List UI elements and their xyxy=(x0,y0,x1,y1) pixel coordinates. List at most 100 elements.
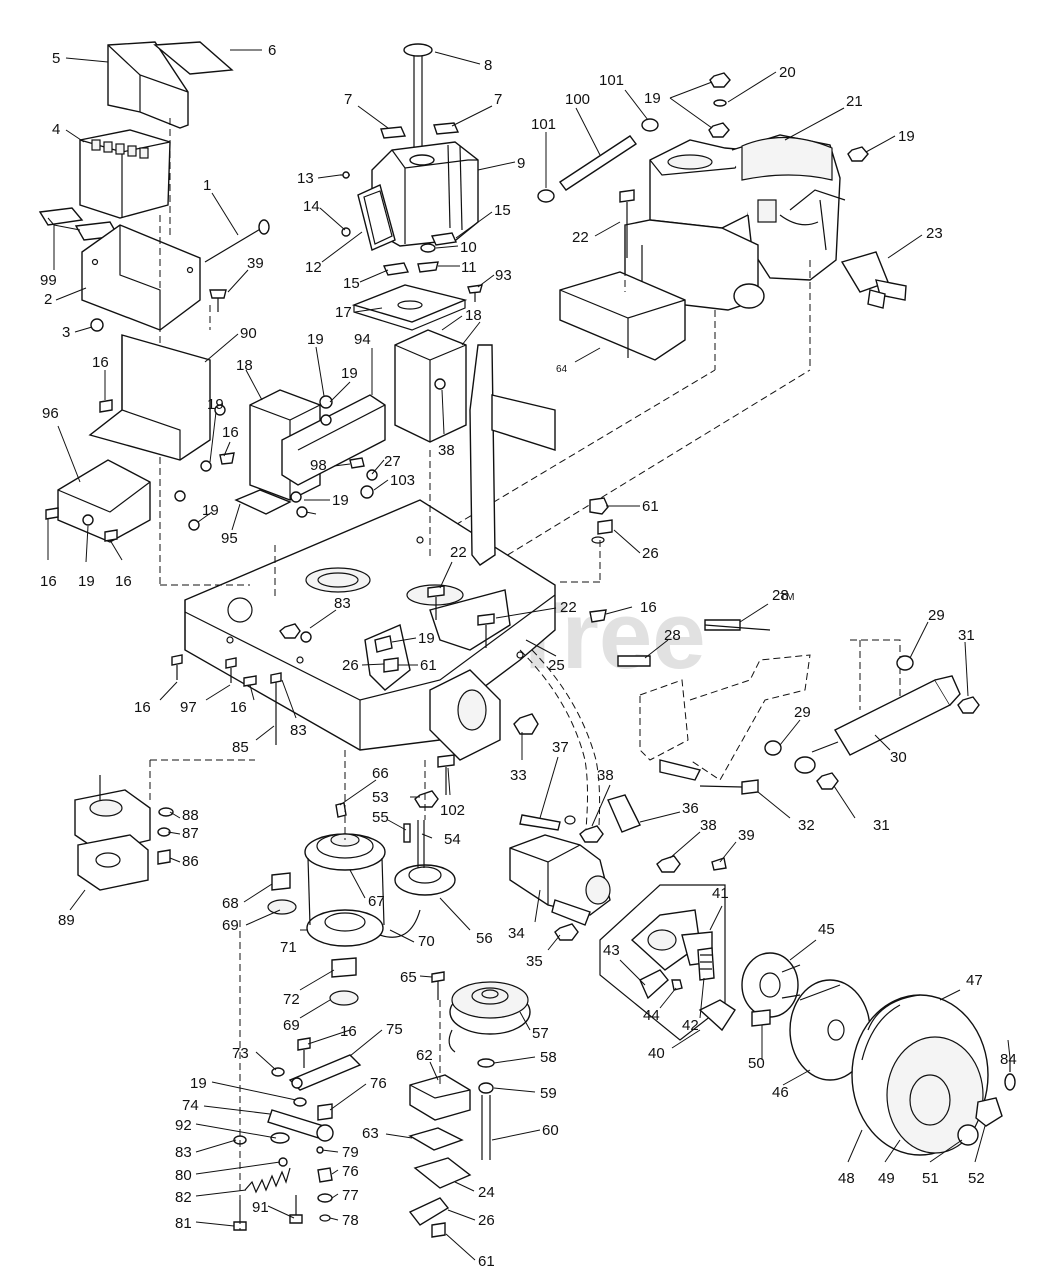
bolt-32 xyxy=(699,779,759,795)
callout: 84 xyxy=(1000,1051,1017,1068)
callout: 38 xyxy=(438,442,455,459)
battery-pad xyxy=(153,41,234,75)
callout: 10 xyxy=(460,239,477,256)
callout: 100 xyxy=(565,91,590,108)
callout: 29 xyxy=(928,607,945,624)
callout: 91 xyxy=(252,1199,269,1216)
callout: 90 xyxy=(240,325,257,342)
callout: 42 xyxy=(682,1017,699,1034)
callout: 45 xyxy=(818,921,835,938)
callout: 18 xyxy=(465,307,482,324)
callout: 88 xyxy=(182,807,199,824)
cylinder-30 xyxy=(794,675,961,774)
callout: 36 xyxy=(682,800,699,817)
callout: 24 xyxy=(478,1184,495,1201)
callout: 15 xyxy=(343,275,360,292)
washer-68-69-72 xyxy=(267,872,359,1006)
callout: 92 xyxy=(175,1117,192,1134)
callout: 15 xyxy=(494,202,511,219)
callout: 61 xyxy=(642,498,659,515)
callout: 82 xyxy=(175,1189,192,1206)
hardware-cluster-upper xyxy=(45,378,446,542)
callout: 93 xyxy=(495,267,512,284)
callout: 101 xyxy=(599,72,624,89)
screws-13-14 xyxy=(340,171,351,237)
callout: 55 xyxy=(372,809,389,826)
callout: 11 xyxy=(461,259,477,276)
callout: 64 xyxy=(556,364,568,375)
callout: 87 xyxy=(182,825,199,842)
callout: 16 xyxy=(640,599,657,616)
callout: 19 xyxy=(78,573,95,590)
callout: 14 xyxy=(303,198,320,215)
fuel-cap xyxy=(403,43,433,148)
callout: 61 xyxy=(478,1253,495,1270)
hardware-61-26-upper xyxy=(589,497,613,544)
callout: 26 xyxy=(342,657,359,674)
callout: 19 xyxy=(341,365,358,382)
callout: 89 xyxy=(58,912,75,929)
frame-bolts xyxy=(171,585,607,745)
callout: 81 xyxy=(175,1215,192,1232)
callout: 5 xyxy=(52,50,60,67)
callout: 6 xyxy=(268,42,276,59)
callout: 49 xyxy=(878,1170,895,1187)
callout: 16 xyxy=(222,424,239,441)
callout: 83 xyxy=(175,1144,192,1161)
callout: 59 xyxy=(540,1085,557,1102)
bracket-90 xyxy=(88,334,211,461)
bracket-96 xyxy=(57,459,151,543)
callout: 85 xyxy=(232,739,249,756)
battery xyxy=(79,129,171,219)
callout: 23 xyxy=(926,225,943,242)
callout: 52 xyxy=(968,1170,985,1187)
callout: 74 xyxy=(182,1097,199,1114)
callout: 39 xyxy=(247,255,264,272)
block-62-63 xyxy=(408,1074,471,1151)
callout: 46 xyxy=(772,1084,789,1101)
callout: 32 xyxy=(798,817,815,834)
callout: 102 xyxy=(440,802,465,819)
callout: 50 xyxy=(748,1055,765,1072)
callout: 47 xyxy=(966,972,983,989)
callout: 19 xyxy=(190,1075,207,1092)
callout: 97 xyxy=(180,699,197,716)
callout: 7 xyxy=(494,91,502,108)
callout: 25 xyxy=(548,657,565,674)
callout: 13 xyxy=(297,170,314,187)
engine-box-64 xyxy=(559,271,686,361)
callout: 31 xyxy=(958,627,975,644)
callout: 65 xyxy=(400,969,417,986)
callout: 22 xyxy=(560,599,577,616)
callout: 7 xyxy=(344,91,352,108)
clip-36 xyxy=(607,794,641,833)
callout: 83 xyxy=(334,595,351,612)
callout: 78 xyxy=(342,1212,359,1229)
fuel-fitting-10-11 xyxy=(417,243,439,273)
battery-bracket xyxy=(81,224,201,331)
brake-assembly-40 xyxy=(599,884,736,1041)
callout: 99 xyxy=(40,272,57,289)
callout: 28 xyxy=(772,587,789,604)
callout: 66 xyxy=(372,765,389,782)
callout: 69 xyxy=(283,1017,300,1034)
idler-arm-75 xyxy=(288,1054,362,1091)
callout: 19 xyxy=(332,492,349,509)
muffler-23 xyxy=(840,251,907,309)
callout: 56 xyxy=(476,930,493,947)
callout: 54 xyxy=(444,831,461,848)
callout: 26 xyxy=(642,545,659,562)
callout: 8 xyxy=(484,57,492,74)
callout: 41 xyxy=(712,885,729,902)
fuel-line-100 xyxy=(558,135,638,191)
callout: 79 xyxy=(342,1144,359,1161)
callout: 44 xyxy=(643,1007,660,1024)
callout: 27 xyxy=(384,453,401,470)
hardware-86-87-88 xyxy=(157,807,174,865)
callout: 51 xyxy=(922,1170,939,1187)
callout: 62 xyxy=(416,1047,433,1064)
callout: 80 xyxy=(175,1167,192,1184)
callout: 38 xyxy=(597,767,614,784)
callout: 98 xyxy=(310,457,327,474)
callout: 9 xyxy=(517,155,525,172)
